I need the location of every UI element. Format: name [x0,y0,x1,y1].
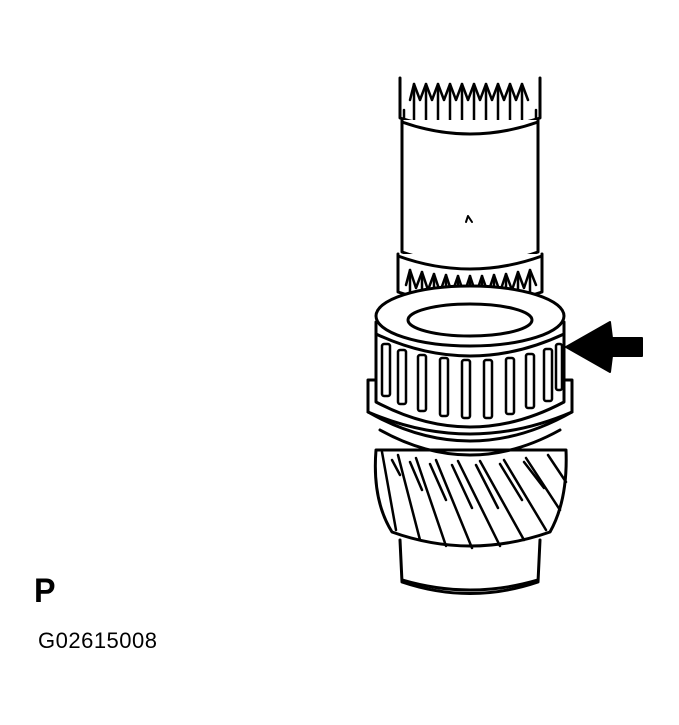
shaft-mark [465,215,473,223]
bearing-rollers [380,342,564,420]
reference-code: G02615008 [38,628,158,653]
gear-helical-teeth [380,450,568,550]
needle-roller-bearing [366,284,574,457]
view-letter: P [34,572,56,610]
arrow-left-icon [565,321,643,373]
helical-gear [373,448,568,595]
